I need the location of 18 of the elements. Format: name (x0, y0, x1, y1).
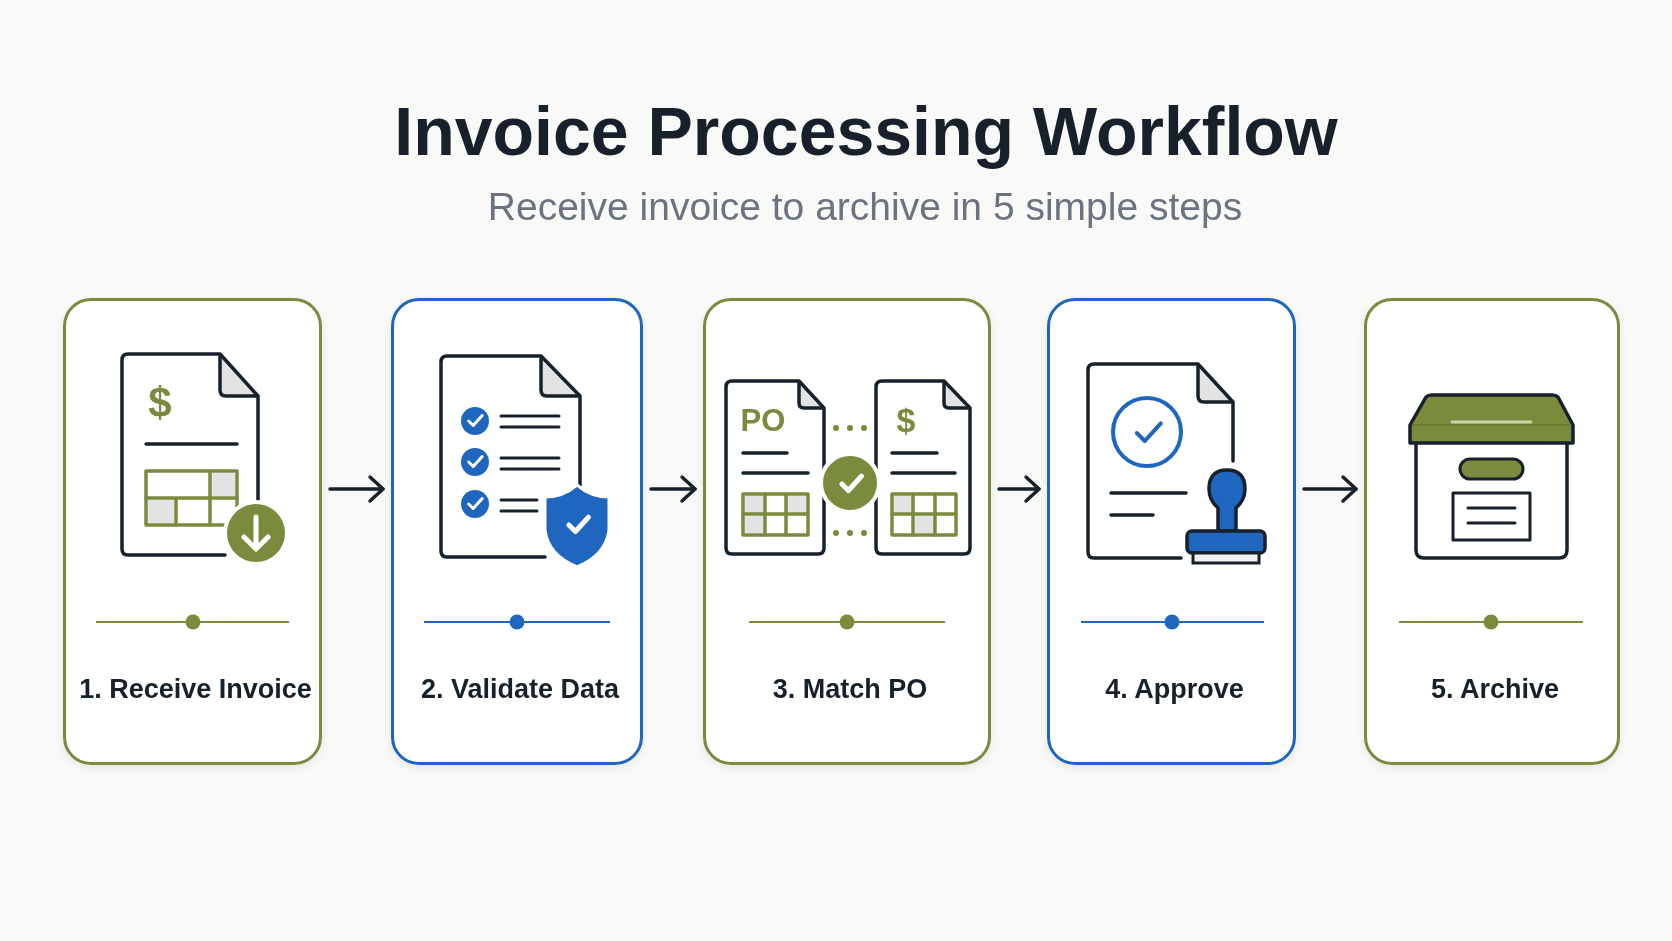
step-card (1047, 298, 1296, 765)
arrow (328, 475, 385, 503)
subtitle: Receive invoice to archive in 5 simple steps (487, 186, 1243, 226)
dollar-sign: $ (896, 403, 916, 437)
step-title: 2. Validate Data (420, 676, 620, 703)
dollar-sign: $ (148, 382, 172, 424)
arrow (997, 475, 1041, 503)
arrow (649, 475, 697, 503)
step-card (391, 298, 643, 765)
step-title: 4. Approve (1105, 676, 1244, 703)
step-title: 3. Match PO (772, 676, 928, 703)
step-title: 1. Receive Invoice (79, 676, 312, 703)
step-title: 5. Archive (1430, 676, 1560, 703)
step-card (703, 298, 991, 765)
document-tag-text: PO (740, 404, 786, 436)
step-card (63, 298, 322, 765)
arrow (1302, 475, 1358, 503)
step-card (1364, 298, 1620, 765)
